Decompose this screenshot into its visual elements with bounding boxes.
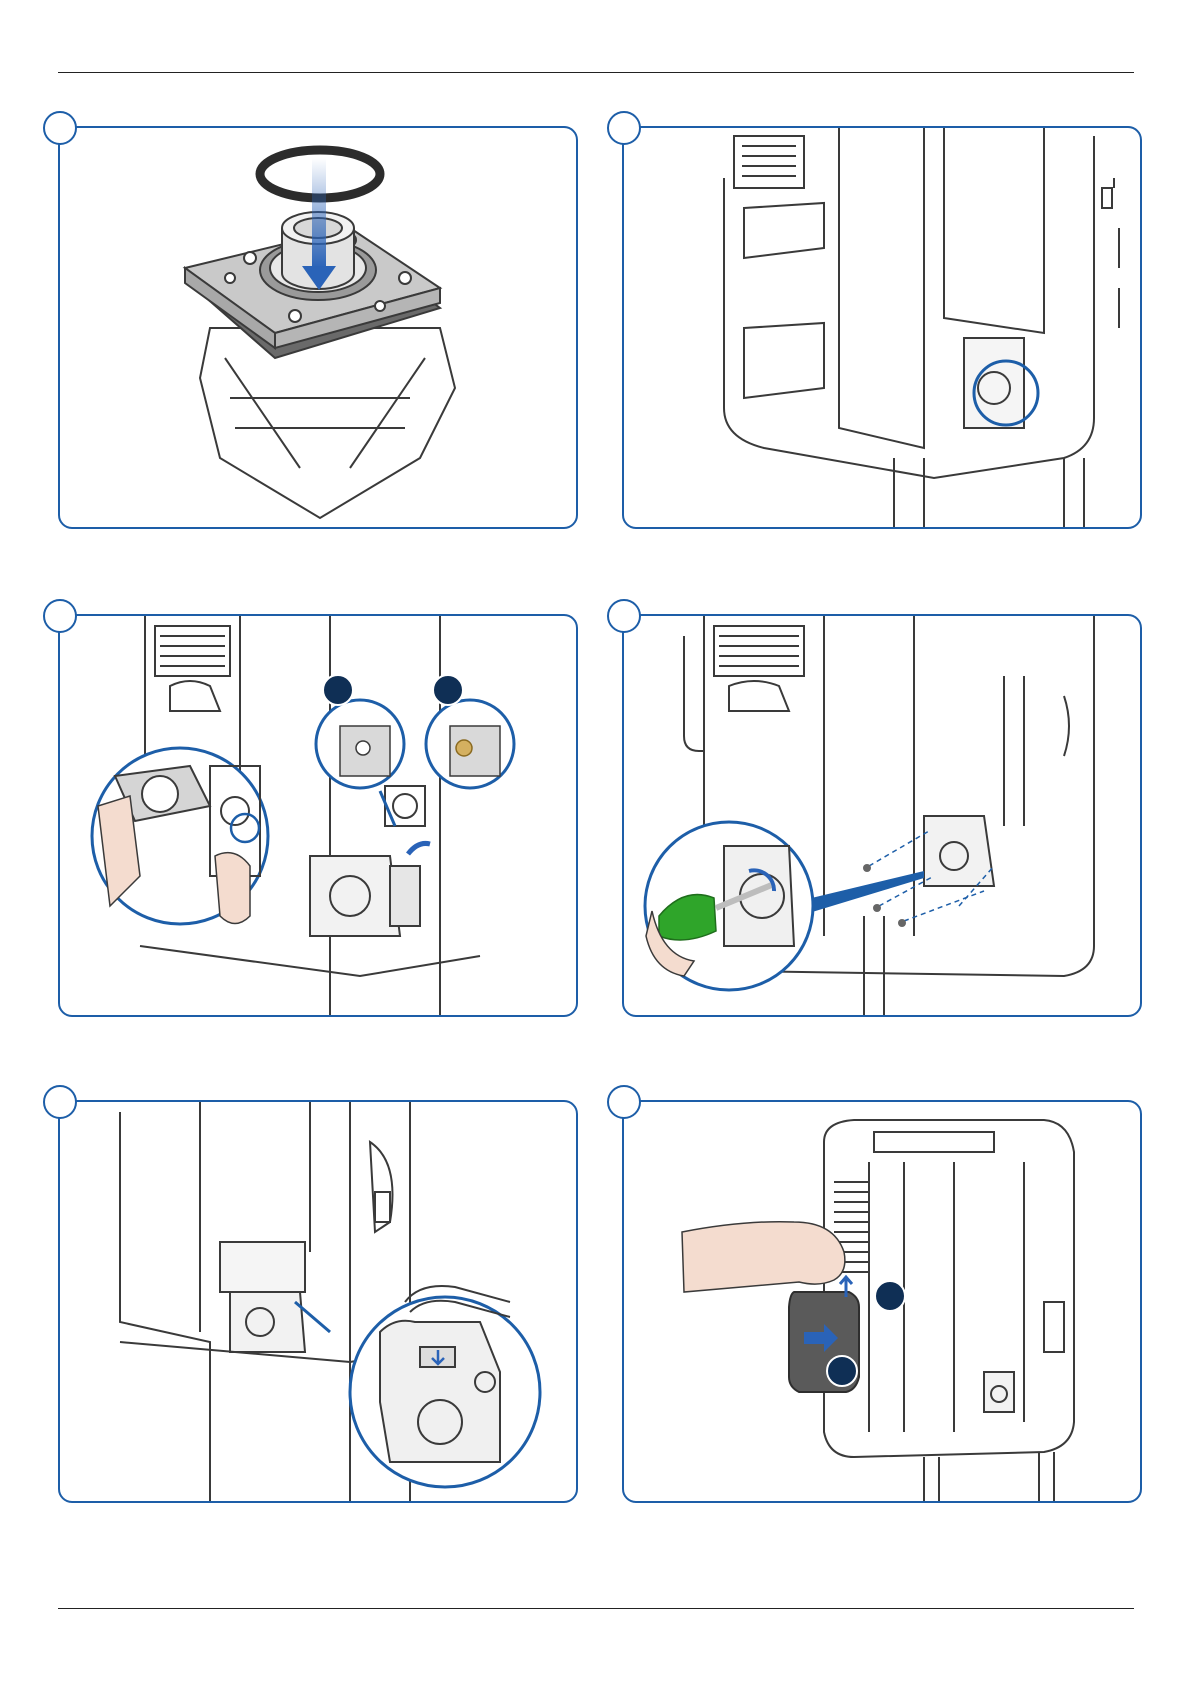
cable-plug-illustration (60, 1102, 576, 1501)
seal-ring-insert-illustration (60, 128, 576, 527)
illustration-panel-6 (622, 1100, 1142, 1503)
charger-housing-illustration (624, 128, 1140, 527)
step-marker-4 (607, 599, 641, 633)
step-marker-6 (607, 1085, 641, 1119)
step-marker-1 (43, 111, 77, 145)
illustration-panel-5 (58, 1100, 578, 1503)
callout-badge (432, 674, 464, 706)
step-marker-2 (607, 111, 641, 145)
screwdriver-fastening-illustration (624, 616, 1140, 1015)
callout-badge (874, 1280, 906, 1312)
illustration-panel-2 (622, 126, 1142, 529)
illustration-panel-1 (58, 126, 578, 529)
callout-badge (322, 674, 354, 706)
footer-rule (58, 1608, 1134, 1609)
callout-badge (826, 1355, 858, 1387)
step-marker-5 (43, 1085, 77, 1119)
illustration-panel-3 (58, 614, 578, 1017)
illustration-panel-4 (622, 614, 1142, 1017)
connector-alignment-illustration (60, 616, 576, 1015)
header-rule (58, 72, 1134, 73)
step-marker-3 (43, 599, 77, 633)
